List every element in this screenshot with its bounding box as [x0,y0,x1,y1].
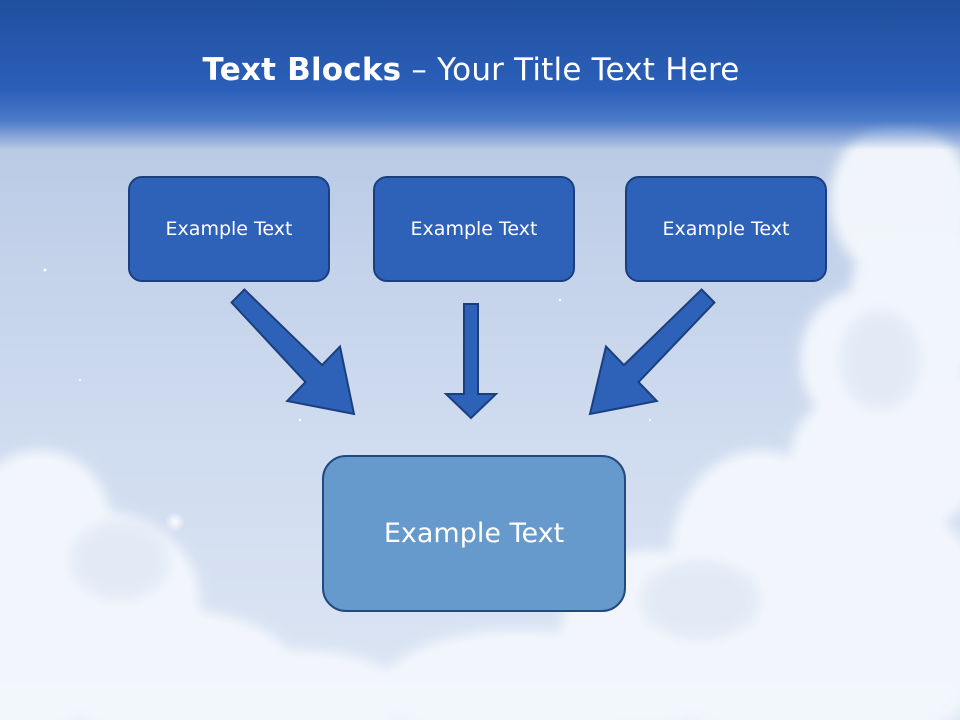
text-block-2[interactable]: Example Text [373,176,575,282]
text-block-1[interactable]: Example Text [128,176,330,282]
result-block-label: Example Text [383,518,565,549]
title-separator: – [401,52,438,88]
result-block[interactable]: Example Text [322,455,626,612]
title-rest: Your Title Text Here [437,52,740,88]
arrow-diagonal-right [588,288,716,416]
text-block-1-label: Example Text [165,218,293,240]
arrow-down-center [443,303,499,420]
arrow-diagonal-left [230,288,356,416]
slide-title: Text Blocks – Your Title Text Here [0,52,942,88]
title-bold-part: Text Blocks [202,52,402,88]
text-block-3-label: Example Text [662,218,790,240]
text-block-3[interactable]: Example Text [625,176,827,282]
title-bar [0,0,960,150]
text-block-2-label: Example Text [410,218,538,240]
